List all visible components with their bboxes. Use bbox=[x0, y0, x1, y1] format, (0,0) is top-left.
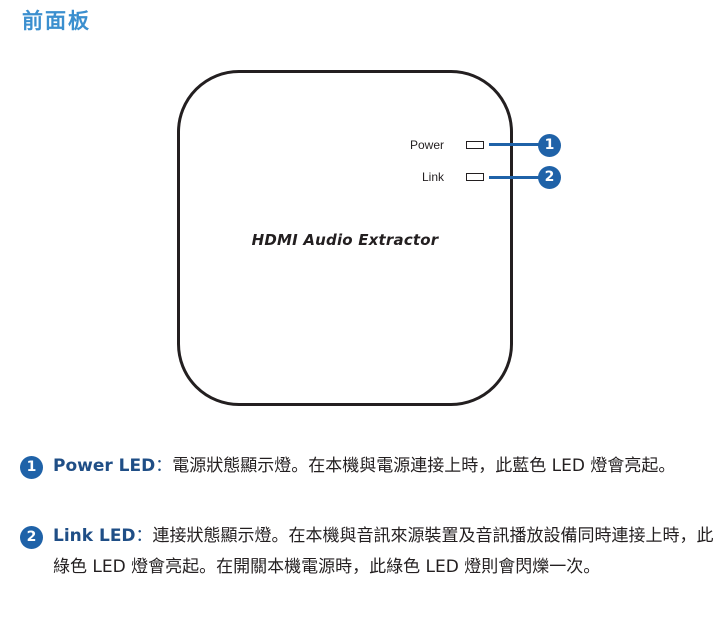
power-callout-line bbox=[489, 143, 539, 146]
power-description-badge: 1 bbox=[20, 456, 43, 479]
link-callout-line bbox=[489, 176, 539, 179]
power-description-title: Power LED bbox=[53, 456, 156, 476]
link-description-text: 連接狀態顯示燈。在本機與音訊來源裝置及音訊播放設備同時連接上時，此綠色 LED … bbox=[53, 526, 714, 577]
power-led-indicator bbox=[466, 141, 484, 149]
power-description-body: Power LED：電源狀態顯示燈。在本機與電源連接上時，此藍色 LED 燈會亮… bbox=[53, 451, 720, 482]
power-led-description: 1 Power LED：電源狀態顯示燈。在本機與電源連接上時，此藍色 LED 燈… bbox=[20, 451, 720, 482]
link-led-indicator bbox=[466, 173, 484, 181]
power-callout-badge: 1 bbox=[538, 134, 561, 157]
power-led-label: Power bbox=[409, 138, 444, 152]
link-led-description: 2 Link LED：連接狀態顯示燈。在本機與音訊來源裝置及音訊播放設備同時連接… bbox=[20, 521, 720, 583]
link-description-title: Link LED bbox=[53, 526, 136, 546]
link-description-badge: 2 bbox=[20, 526, 43, 549]
power-description-separator: ： bbox=[155, 456, 173, 476]
power-description-text: 電源狀態顯示燈。在本機與電源連接上時，此藍色 LED 燈會亮起。 bbox=[172, 456, 676, 476]
link-description-separator: ： bbox=[135, 526, 153, 546]
section-title: 前面板 bbox=[22, 9, 91, 33]
link-callout-badge: 2 bbox=[538, 166, 561, 189]
link-led-label: Link bbox=[421, 170, 444, 184]
device-front-panel: HDMI Audio Extractor bbox=[177, 70, 513, 406]
product-name-label: HDMI Audio Extractor bbox=[251, 231, 439, 249]
link-description-body: Link LED：連接狀態顯示燈。在本機與音訊來源裝置及音訊播放設備同時連接上時… bbox=[53, 521, 720, 583]
